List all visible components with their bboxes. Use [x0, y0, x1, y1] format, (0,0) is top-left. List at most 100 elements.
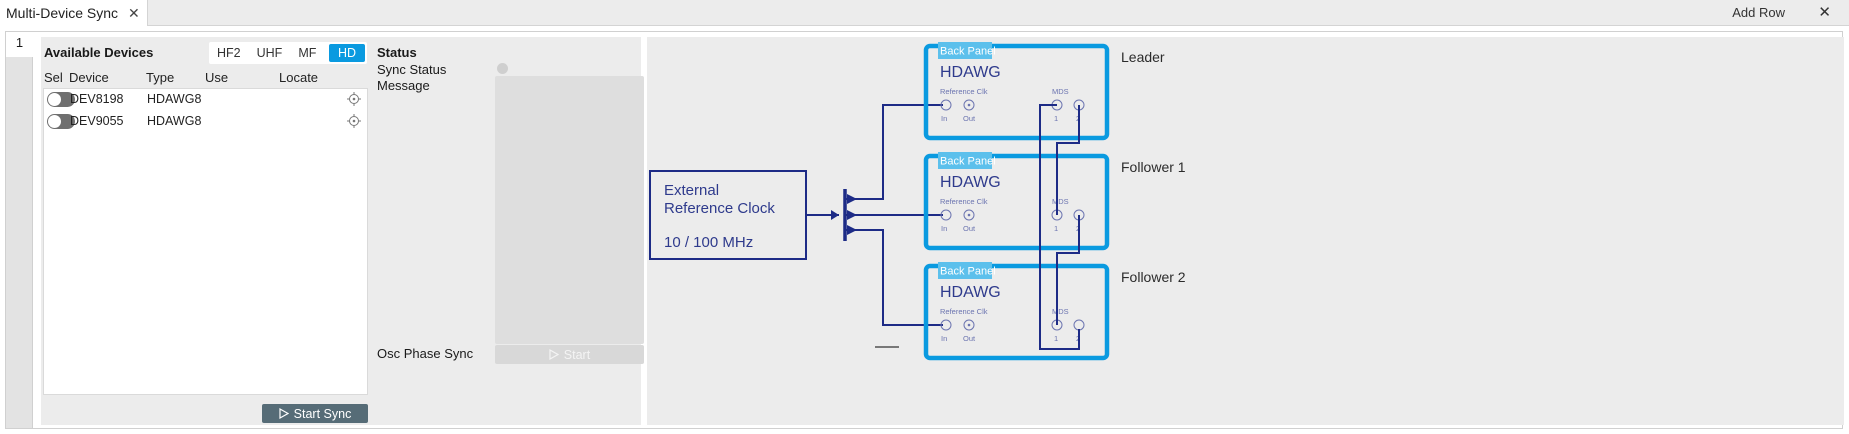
device-model: HDAWG: [940, 174, 1001, 191]
locate-icon[interactable]: [346, 113, 362, 129]
device-outline: [923, 263, 1110, 361]
mds1-label: 1: [1054, 114, 1058, 123]
filter-hf2[interactable]: HF2: [217, 46, 241, 60]
wire-leader-mds1-to-follower2-mds2: [1039, 104, 1080, 350]
row-frame: 1 Available Devices HF2 UHF MF HD Sel De…: [5, 31, 1844, 429]
wire-to-follower2-in: [845, 229, 943, 326]
row-tab-strip: 1: [6, 32, 33, 428]
tab-title: Multi-Device Sync: [6, 5, 119, 21]
mds1-label: 1: [1054, 334, 1058, 343]
splitter-arrows: [831, 194, 857, 235]
col-header-type: Type: [146, 70, 175, 85]
wire-follower1-mds2-to-follower2-mds1: [1056, 215, 1080, 325]
mds1-label: 1: [1054, 224, 1058, 233]
table-row: DEV8198 HDAWG8: [44, 89, 367, 111]
tab-bar: Multi-Device Sync ✕ Add Row ✕: [0, 0, 1849, 26]
filter-mf[interactable]: MF: [298, 46, 317, 60]
available-devices-title: Available Devices: [44, 45, 154, 60]
osc-phase-start-label: Start: [563, 347, 591, 362]
select-toggle[interactable]: [47, 114, 75, 129]
mds-label: MDS: [1052, 87, 1069, 96]
col-header-locate: Locate: [279, 70, 319, 85]
device-id: DEV9055: [70, 114, 124, 128]
locate-icon[interactable]: [346, 91, 362, 107]
table-row: DEV9055 HDAWG8: [44, 111, 367, 133]
start-sync-button[interactable]: Start Sync: [262, 404, 368, 423]
col-header-use: Use: [205, 70, 229, 85]
filter-hd[interactable]: HD: [328, 44, 365, 62]
device-role-label: Follower 2: [1121, 269, 1186, 285]
osc-phase-start-button[interactable]: Start: [495, 345, 644, 364]
mds2-connector: [1073, 319, 1085, 331]
wire-to-leader-in: [845, 104, 943, 200]
ref-in-connector: [940, 99, 952, 111]
out-label: Out: [963, 114, 976, 123]
back-panel-label: Back Panel: [940, 266, 996, 278]
device-type: HDAWG8: [147, 114, 202, 128]
back-panel-label: Back Panel: [940, 46, 996, 58]
back-panel-tag: [938, 262, 992, 279]
in-label: In: [941, 224, 947, 233]
ref-clock-wiring: [806, 104, 943, 326]
device-outline: [923, 43, 1110, 141]
mds-wiring: [1039, 104, 1080, 350]
ext-clock-line2: Reference Clock: [664, 200, 775, 217]
ref-clk-label: Reference Clk: [940, 87, 988, 96]
add-row-button[interactable]: Add Row: [1732, 5, 1785, 20]
status-title: Status: [377, 45, 417, 60]
ref-in-connector: [940, 319, 952, 331]
out-label: Out: [963, 334, 976, 343]
device-role-label: Follower 1: [1121, 159, 1186, 175]
device-outline: [923, 153, 1110, 251]
play-icon: [549, 349, 559, 360]
device-type: HDAWG8: [147, 92, 202, 106]
osc-phase-sync-label: Osc Phase Sync: [377, 346, 474, 361]
arrow-icon: [831, 210, 839, 220]
ref-clk-label: Reference Clk: [940, 197, 988, 206]
sync-status-led: [497, 63, 508, 74]
sync-status-label: Sync Status: [377, 62, 447, 77]
back-panel-label: Back Panel: [940, 156, 996, 168]
available-devices-panel: Available Devices HF2 UHF MF HD Sel Devi…: [41, 37, 373, 425]
ext-clock-freq: 10 / 100 MHz: [664, 234, 753, 251]
status-panel: Status Sync Status Message Osc Phase Syn…: [373, 37, 644, 425]
close-tab-icon[interactable]: ✕: [128, 4, 140, 21]
device-model: HDAWG: [940, 64, 1001, 81]
devices-table: DEV8198 HDAWG8 DEV9055 HDAWG8: [43, 88, 368, 395]
ref-clk-label: Reference Clk: [940, 307, 988, 316]
in-label: In: [941, 114, 947, 123]
filter-uhf[interactable]: UHF: [256, 46, 283, 60]
message-box: [495, 76, 644, 344]
in-label: In: [941, 334, 947, 343]
out-label: Out: [963, 224, 976, 233]
start-sync-label: Start Sync: [293, 406, 352, 421]
col-header-sel: Sel: [44, 70, 63, 85]
ref-out-connector: [963, 209, 975, 221]
select-toggle[interactable]: [47, 92, 75, 107]
col-header-device: Device: [69, 70, 109, 85]
arrow-icon: [847, 210, 857, 220]
arrow-icon: [847, 194, 857, 204]
mds-label: MDS: [1052, 197, 1069, 206]
sync-diagram-panel: External Reference Clock 10 / 100 MHz Ba…: [647, 37, 1844, 425]
ref-out-connector: [963, 99, 975, 111]
back-panel-tag: [938, 152, 992, 169]
play-icon: [279, 408, 289, 419]
device-model: HDAWG: [940, 284, 1001, 301]
message-label: Message: [377, 78, 430, 93]
back-panel-tag: [938, 42, 992, 59]
close-icon[interactable]: ✕: [1818, 4, 1831, 21]
arrow-icon: [847, 225, 857, 235]
device-role-label: Leader: [1121, 49, 1165, 65]
row-tab-1[interactable]: 1: [6, 32, 33, 57]
tab-multi-device-sync[interactable]: Multi-Device Sync ✕: [0, 0, 148, 26]
connector-dot: [967, 103, 971, 107]
wire-leader-mds2-to-follower1-mds1: [1056, 105, 1080, 215]
ref-in-connector: [940, 209, 952, 221]
connector-dot: [967, 323, 971, 327]
device-type-filter: HF2 UHF MF HD: [209, 42, 367, 64]
connector-dot: [967, 213, 971, 217]
